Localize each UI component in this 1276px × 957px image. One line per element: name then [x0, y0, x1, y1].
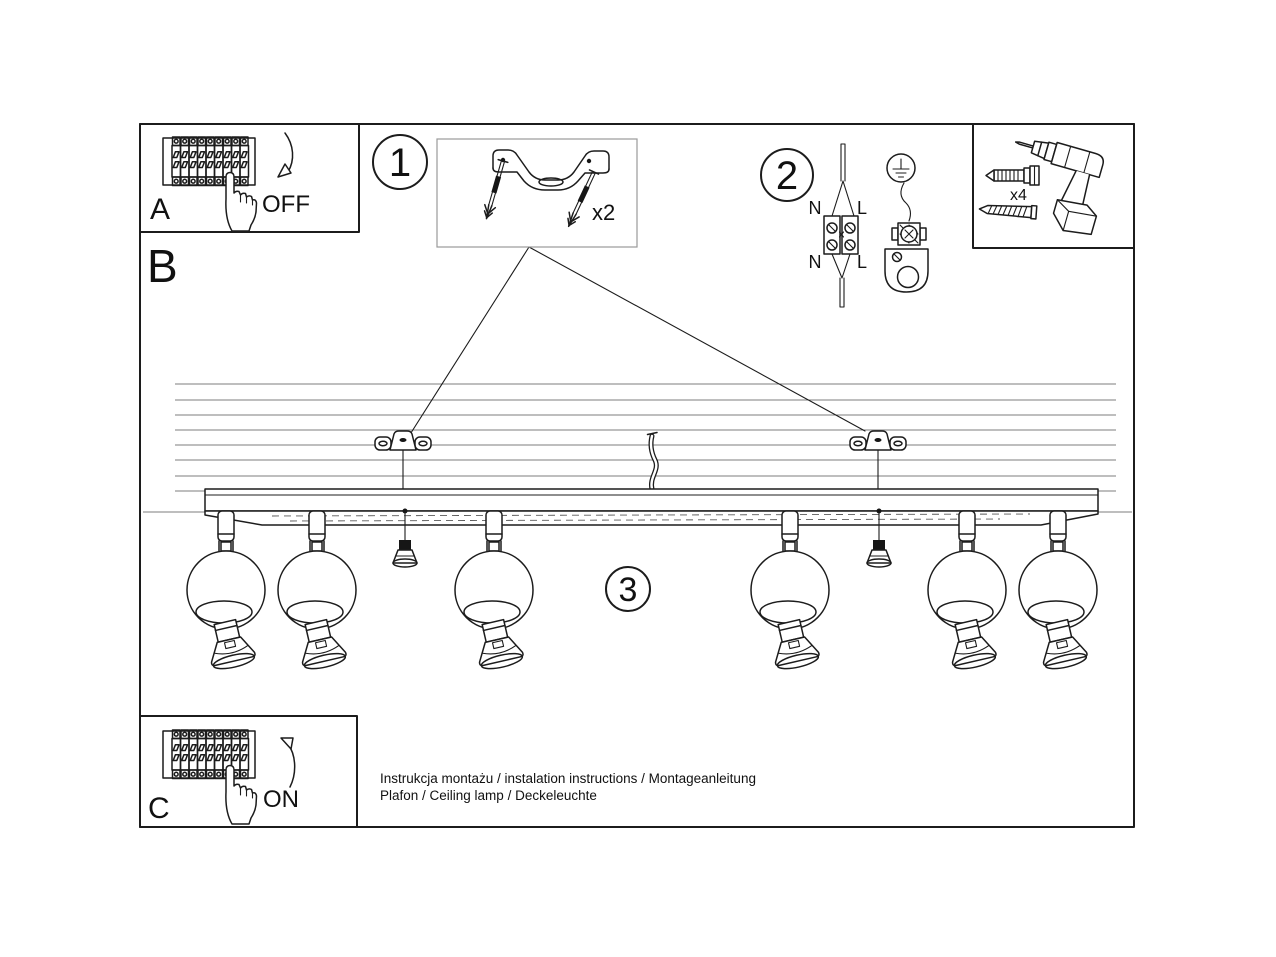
- terminal-block-icon: [823, 215, 859, 255]
- step1-parts: 1 x2: [372, 134, 638, 248]
- terminal-n-bottom: N: [809, 252, 822, 272]
- drill-icon: [1014, 140, 1104, 236]
- ceiling-hatch-lines: [143, 383, 1132, 513]
- section-b-label: B: [147, 240, 178, 292]
- panel-a: A OFF: [139, 123, 360, 233]
- step3-number: 3: [619, 571, 638, 609]
- step2-wiring: 2 N L N L: [760, 143, 929, 308]
- step1-quantity: x2: [592, 200, 615, 225]
- panel-a-state: OFF: [262, 191, 310, 218]
- footer-line2: Plafon / Ceiling lamp / Deckeleuchte: [380, 788, 597, 803]
- terminal-n-top: N: [809, 198, 822, 218]
- panel-c-state: ON: [263, 786, 299, 813]
- panel-c: C ON: [139, 715, 358, 828]
- panel-c-label: C: [148, 792, 170, 825]
- step1-circle: [372, 134, 428, 190]
- footer-line1: Instrukcja montażu / instalation instruc…: [380, 771, 756, 786]
- lamp-wires-icon: [831, 253, 851, 308]
- step2-circle: [760, 148, 814, 202]
- canopy-bracket-icon: [884, 248, 929, 293]
- tools-box: x4: [972, 123, 1135, 249]
- wall-plug-icon: [985, 165, 1040, 186]
- footer: Instrukcja montażu / instalation instruc…: [380, 771, 756, 803]
- tools-box-frame: [972, 123, 1135, 249]
- mounting-strap-icon: [492, 149, 610, 191]
- supply-wires-icon: [831, 143, 855, 217]
- terminal-l-top: L: [857, 198, 867, 218]
- leader-lines: [408, 246, 866, 437]
- tools-quantity: x4: [1010, 187, 1027, 204]
- arrow-up-icon: [280, 737, 296, 788]
- bracket-screw-lines: [402, 449, 879, 490]
- long-screw-icon: [978, 204, 1038, 220]
- earth-wire-icon: [900, 182, 912, 222]
- main-mounting-drawing: 3 B: [143, 240, 1132, 673]
- ground-clamp-icon: [891, 222, 927, 246]
- panel-a-label: A: [150, 193, 170, 226]
- mains-cable: [646, 431, 659, 492]
- step2-number: 2: [776, 154, 798, 198]
- arrow-down-icon: [277, 132, 294, 178]
- terminal-l-bottom: L: [857, 252, 867, 272]
- lamp-rail: [204, 488, 1099, 526]
- step3-circle: [605, 566, 651, 612]
- step1-number: 1: [389, 141, 411, 185]
- earth-symbol-icon: [886, 153, 916, 183]
